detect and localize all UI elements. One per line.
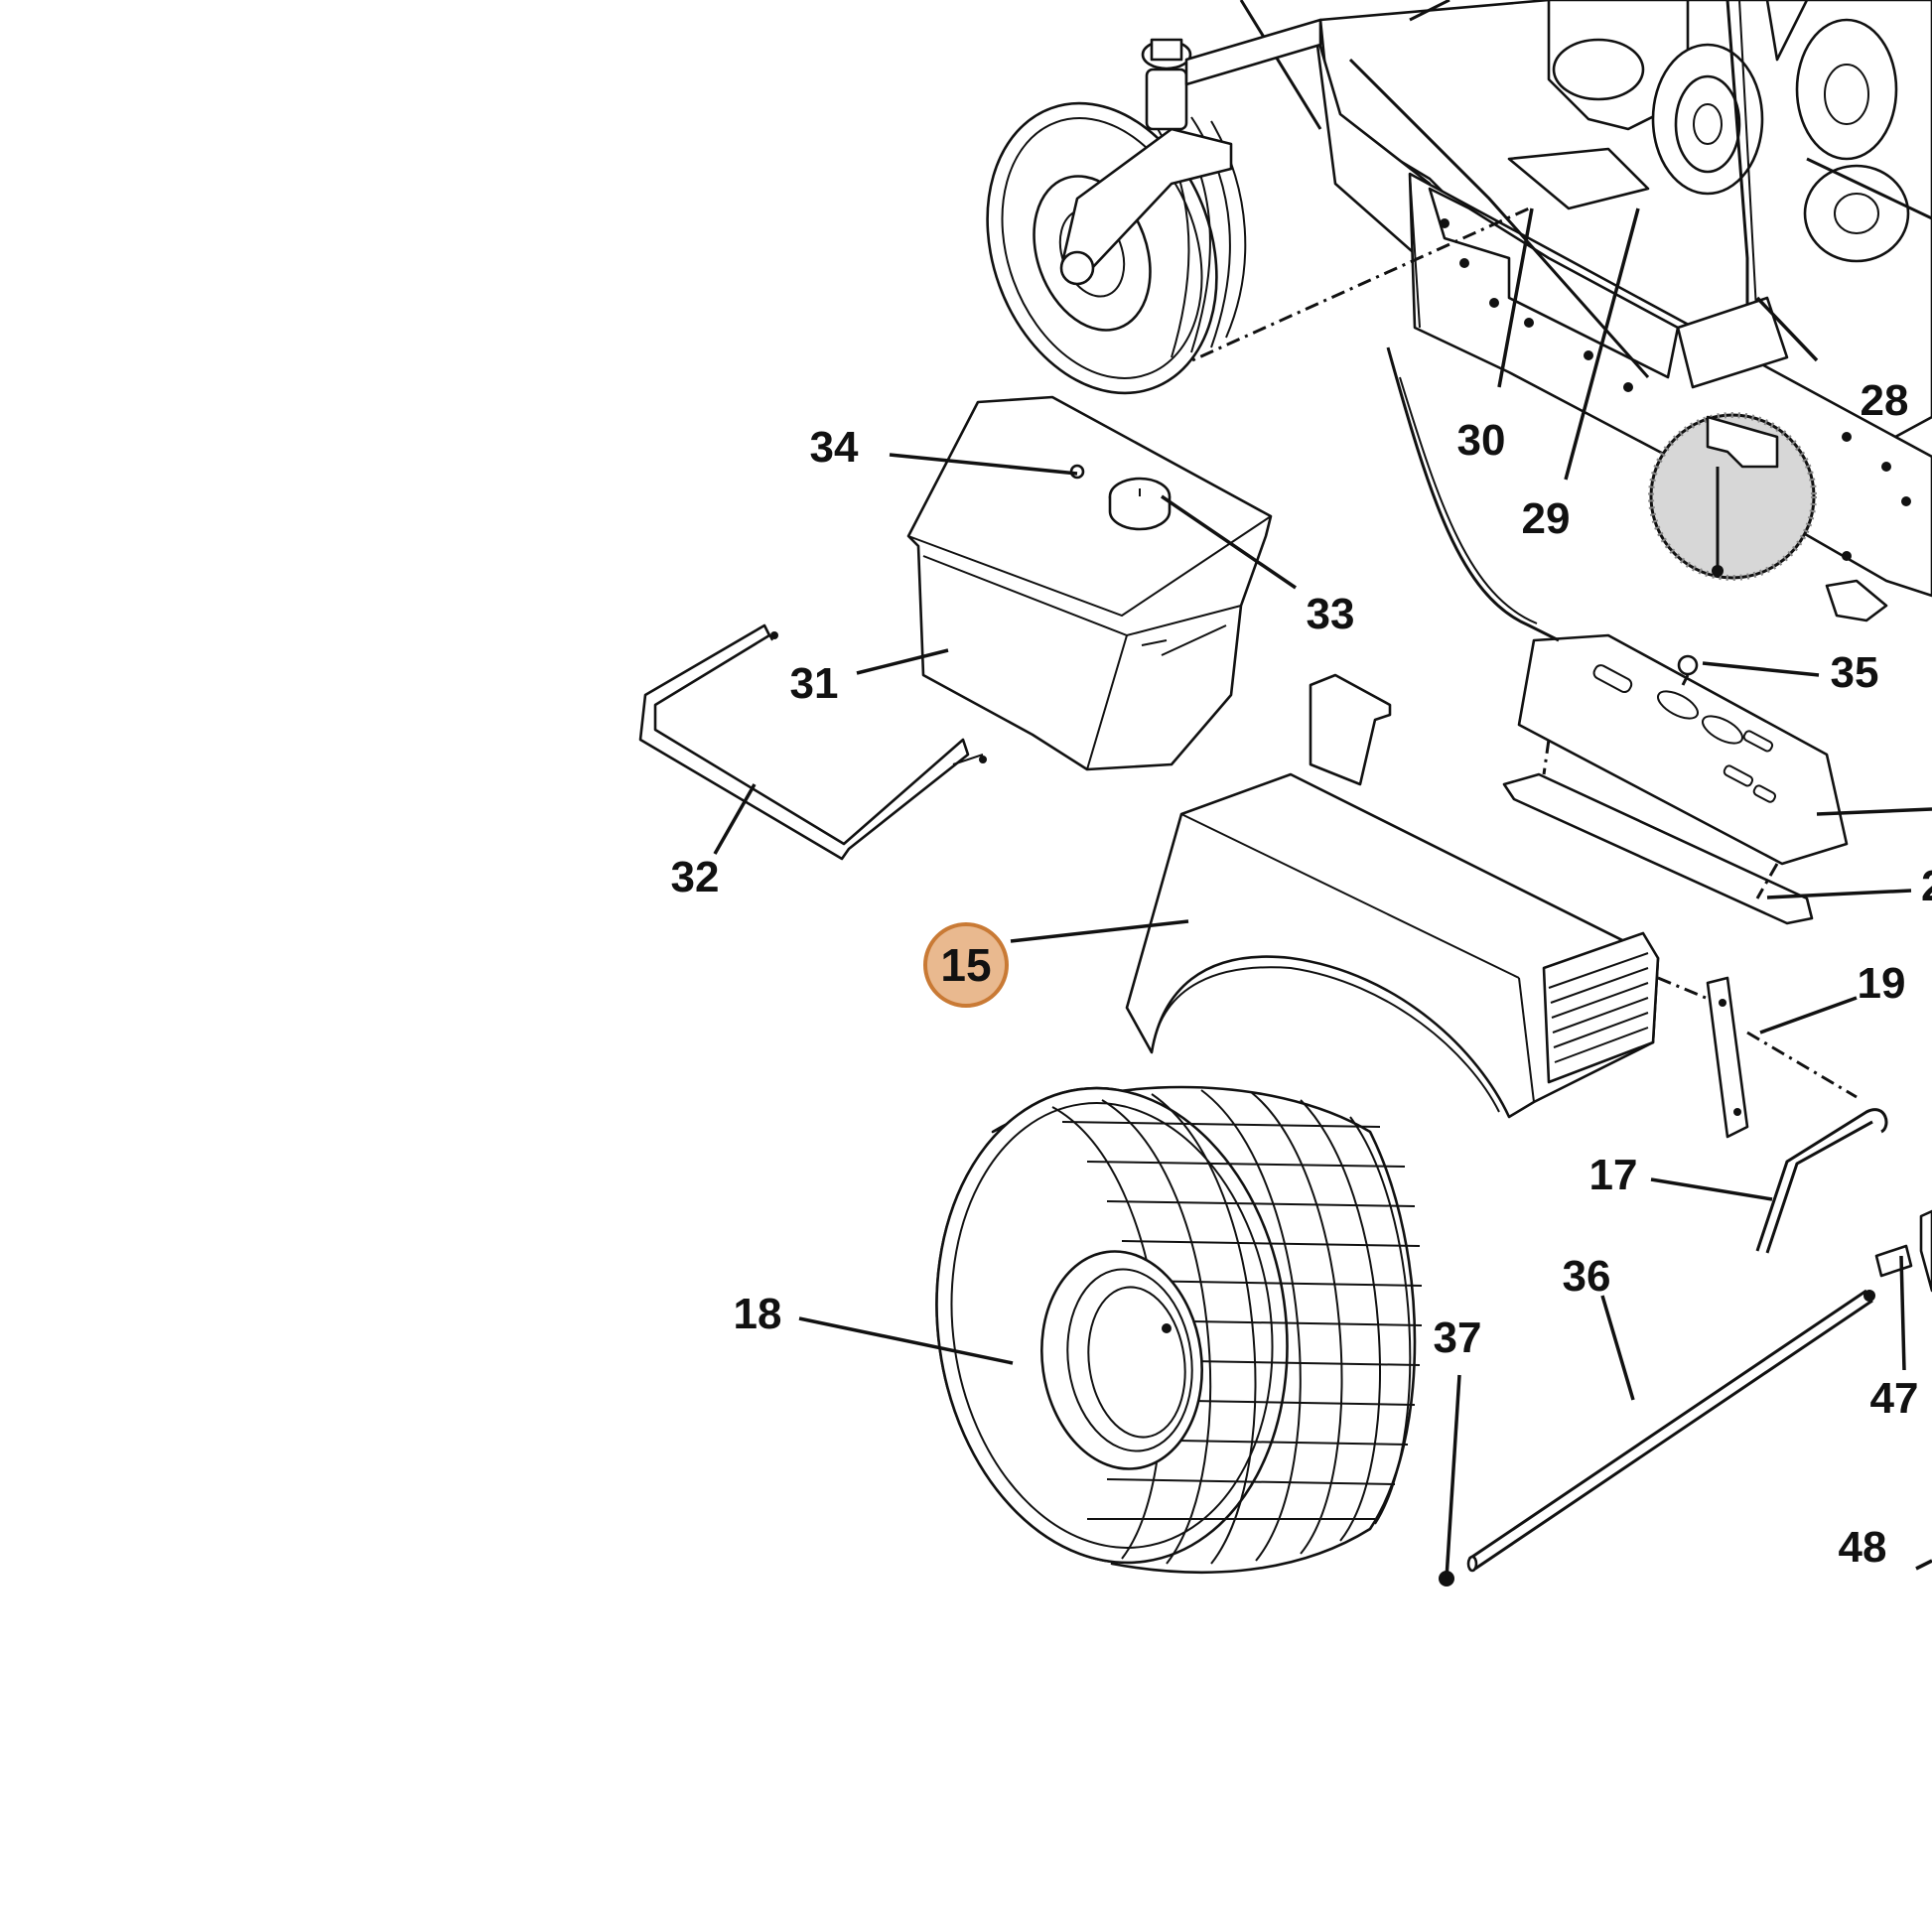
front-caster-wheel — [986, 18, 1322, 395]
callout-partial[interactable]: 2 — [1921, 862, 1932, 910]
callout-32[interactable]: 32 — [671, 853, 720, 901]
callout-28[interactable]: 28 — [1861, 376, 1909, 425]
control-console — [1502, 633, 1849, 925]
callout-19[interactable]: 19 — [1858, 959, 1906, 1008]
rear-wheel — [935, 1085, 1423, 1575]
callout-33[interactable]: 33 — [1307, 590, 1355, 638]
callout-30[interactable]: 30 — [1457, 416, 1506, 465]
cable-inner — [1399, 376, 1538, 624]
callout-36[interactable]: 36 — [1563, 1252, 1611, 1301]
callout-31[interactable]: 31 — [790, 659, 839, 708]
callout-48[interactable]: 48 — [1839, 1523, 1887, 1572]
cable — [1386, 346, 1560, 642]
callouts: 15 17 18 19 28 29 30 31 32 33 34 35 36 3… — [671, 376, 1932, 1572]
rear-fender — [1125, 673, 1719, 1119]
axle-rod — [1466, 1289, 1875, 1573]
callout-37[interactable]: 37 — [1434, 1313, 1482, 1362]
callout-47[interactable]: 47 — [1870, 1374, 1919, 1423]
tank-strap — [638, 623, 987, 861]
bracket-plate — [1706, 976, 1858, 1139]
engine-frame-assembly — [1121, 0, 1932, 622]
hinge-rod — [1755, 1108, 1888, 1254]
callout-18[interactable]: 18 — [734, 1290, 782, 1338]
fuel-tank — [906, 395, 1273, 771]
callout-29[interactable]: 29 — [1522, 494, 1571, 543]
leader-lines — [713, 207, 1932, 1580]
callout-15[interactable]: 15 — [940, 939, 991, 991]
callout-15-highlight — [923, 922, 1009, 1008]
callout-35[interactable]: 35 — [1831, 648, 1879, 697]
bushing — [1874, 1209, 1932, 1293]
callout-34[interactable]: 34 — [810, 423, 859, 472]
callout-17[interactable]: 17 — [1589, 1151, 1638, 1199]
